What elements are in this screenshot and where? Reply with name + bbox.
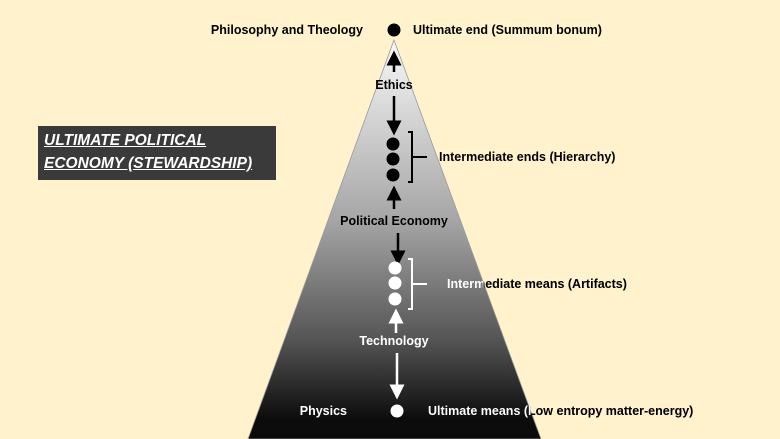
ultimate-end-dot xyxy=(387,23,401,37)
philosophy-label: Philosophy and Theology xyxy=(211,23,363,37)
intermediate-means-dot xyxy=(388,292,402,306)
intermediate-end-dot xyxy=(386,168,400,182)
technology-label: Technology xyxy=(359,334,428,348)
intermediate-means-label: Intermediate means (Artifacts) xyxy=(447,277,627,291)
pyramid xyxy=(247,38,542,439)
title-line-2: ECONOMY (STEWARDSHIP) xyxy=(44,155,253,172)
title-line-1: ULTIMATE POLITICAL xyxy=(44,132,207,149)
intermediate-means-dot xyxy=(388,261,402,275)
intermediate-means-bracket xyxy=(408,258,427,310)
intermediate-end-dot xyxy=(386,137,400,151)
title-box: ULTIMATE POLITICAL ECONOMY (STEWARDSHIP) xyxy=(38,126,276,180)
ultimate-means-dot xyxy=(390,404,404,418)
intermediate-ends-bracket xyxy=(408,131,427,183)
ultimate-end-label: Ultimate end (Summum bonum) xyxy=(413,23,602,37)
intermediate-means-dot xyxy=(388,276,402,290)
intermediate-end-dot xyxy=(386,152,400,166)
ultimate-means-label: Ultimate means (Low entropy matter-energ… xyxy=(428,404,693,418)
physics-label: Physics xyxy=(300,404,347,418)
political-economy-label: Political Economy xyxy=(340,214,448,228)
intermediate-ends-label: Intermediate ends (Hierarchy) xyxy=(439,150,615,164)
ethics-label: Ethics xyxy=(375,78,413,92)
